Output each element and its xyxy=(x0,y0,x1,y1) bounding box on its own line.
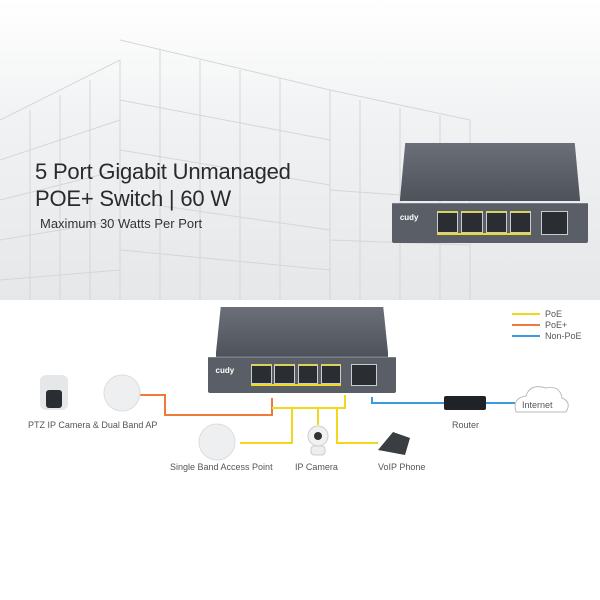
brand-logo: cudy xyxy=(215,365,235,375)
label-internet: Internet xyxy=(522,400,553,410)
switch-diagram: cudy xyxy=(208,307,396,393)
ip-camera-icon xyxy=(307,425,329,456)
voip-phone-icon xyxy=(378,432,410,455)
label-router: Router xyxy=(452,420,480,430)
headline-line1: 5 Port Gigabit Unmanaged xyxy=(35,159,291,184)
dual-band-ap-icon xyxy=(103,374,141,412)
router-icon xyxy=(444,396,486,410)
legend-poe: PoE xyxy=(512,308,582,319)
legend-poe-plus: PoE+ xyxy=(512,319,582,330)
building-background xyxy=(0,39,471,300)
single-band-ap-icon xyxy=(198,423,236,461)
label-single-ap: Single Band Access Point xyxy=(170,462,273,472)
brand-logo: cudy xyxy=(399,212,419,222)
label-ptz: PTZ IP Camera & Dual Band AP xyxy=(28,420,158,430)
ptz-camera-icon xyxy=(40,375,68,410)
internet-cloud-icon xyxy=(514,386,569,413)
headline-line2: POE+ Switch | 60 W xyxy=(35,186,231,211)
non-poe-line xyxy=(371,397,515,404)
switch-product-image: cudy xyxy=(392,143,588,243)
poe-plus-line xyxy=(140,394,273,416)
legend-non-poe: Non-PoE xyxy=(512,330,582,341)
subtitle: Maximum 30 Watts Per Port xyxy=(40,216,203,231)
label-ip-camera: IP Camera xyxy=(295,462,338,472)
legend: PoE PoE+ Non-PoE xyxy=(512,308,582,341)
poe-line xyxy=(240,395,378,444)
headline: 5 Port Gigabit Unmanaged POE+ Switch | 6… xyxy=(35,158,291,212)
label-voip: VoIP Phone xyxy=(378,462,426,472)
